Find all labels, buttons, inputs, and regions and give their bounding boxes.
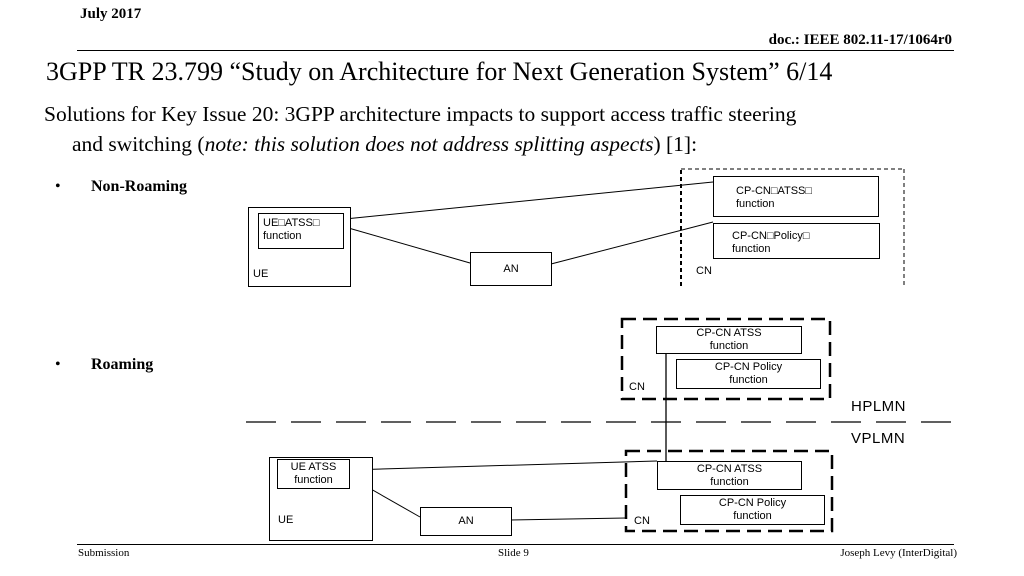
- r-v-policy-line1: CP-CN Policy: [718, 497, 787, 509]
- r-an-to-cn: [509, 517, 627, 521]
- hplmn-label: HPLMN: [851, 398, 907, 415]
- nr-cn-policy-line1: CP-CN□Policy□: [732, 230, 810, 242]
- r-ue-atss-line2: function: [294, 474, 333, 486]
- bullet-roaming: • Roaming: [55, 356, 153, 374]
- subtitle-line2-prefix: and switching (: [72, 132, 205, 156]
- nr-cp-cn-policy-function: CP-CN□Policy□ function: [713, 223, 880, 259]
- r-v-cp-cn-policy-function: CP-CN Policy function: [680, 495, 825, 525]
- nr-ue-to-cn-atss: [344, 181, 714, 220]
- nr-ue-atss-line1: UE□ATSS□: [263, 217, 320, 229]
- bullet-roaming-label: Roaming: [91, 356, 154, 373]
- r-v-cn-label: CN: [634, 515, 650, 527]
- r-h-atss-line1: CP-CN ATSS: [696, 327, 762, 339]
- r-h-atss-line2: function: [709, 340, 749, 352]
- nr-cn-atss-line1: CP-CN□ATSS□: [736, 185, 813, 197]
- vplmn-cn-boundary: [624, 449, 834, 533]
- footer-rule: [77, 544, 954, 545]
- nr-cp-cn-atss-function: CP-CN□ATSS□ function: [713, 176, 879, 217]
- nr-an-box: AN: [470, 252, 552, 286]
- r-v-atss-line1: CP-CN ATSS: [696, 462, 763, 475]
- r-ue-label: UE: [278, 514, 294, 526]
- r-h-policy-line2: function: [729, 374, 768, 386]
- bullet-marker: •: [55, 178, 61, 195]
- bullet-non-roaming: • Non-Roaming: [55, 178, 187, 196]
- subtitle-line2-suffix: ) [1]:: [653, 132, 698, 156]
- footer-author: Joseph Levy (InterDigital): [840, 547, 957, 559]
- slide-subtitle: Solutions for Key Issue 20: 3GPP archite…: [44, 99, 964, 159]
- header-doc-id: doc.: IEEE 802.11-17/1064r0: [768, 32, 952, 48]
- r-v-atss-line2: function: [710, 475, 749, 488]
- header-rule: [77, 50, 954, 51]
- r-an-label: AN: [458, 515, 474, 527]
- r-h-cp-cn-policy-function: CP-CN Policy function: [676, 359, 821, 389]
- nr-ue-atss-line2: function: [263, 230, 302, 242]
- r-an-box: AN: [420, 507, 512, 536]
- slide-title: 3GPP TR 23.799 “Study on Architecture fo…: [46, 57, 833, 86]
- nr-ue-atss-function: UE□ATSS□ function: [258, 213, 344, 249]
- r-h-policy-line1: CP-CN Policy: [714, 361, 783, 373]
- nr-cn-label: CN: [696, 265, 712, 277]
- bullet-non-roaming-label: Non-Roaming: [91, 178, 188, 195]
- r-v-cp-cn-atss-function: CP-CN ATSS function: [657, 461, 802, 490]
- r-ue-atss-function: UE ATSS function: [277, 459, 350, 489]
- nr-ue-to-an: [344, 226, 471, 264]
- nr-an-label: AN: [503, 262, 519, 275]
- r-h-cp-cn-atss-function: CP-CN ATSS function: [656, 326, 802, 354]
- subtitle-line1: Solutions for Key Issue 20: 3GPP archite…: [44, 102, 797, 126]
- r-h-cn-label: CN: [629, 381, 645, 393]
- nr-cn-policy-line2: function: [732, 243, 771, 255]
- footer-submission: Submission: [78, 547, 130, 559]
- footer-slide-number: Slide 9: [498, 547, 529, 559]
- subtitle-line2: and switching (note: this solution does …: [44, 129, 964, 159]
- nr-cn-atss-line2: function: [736, 198, 775, 210]
- subtitle-note: note: this solution does not address spl…: [204, 132, 654, 156]
- header-date: July 2017: [80, 6, 142, 22]
- hplmn-cn-boundary: [620, 317, 832, 401]
- r-v-policy-line2: function: [733, 510, 772, 522]
- nr-ue-label: UE: [253, 268, 269, 280]
- vplmn-label: VPLMN: [851, 430, 906, 447]
- r-ue-to-v-atss: [347, 460, 658, 471]
- nr-an-to-cn: [550, 221, 714, 265]
- r-ue-atss-line1: UE ATSS: [290, 461, 337, 473]
- bullet-marker: •: [55, 356, 61, 373]
